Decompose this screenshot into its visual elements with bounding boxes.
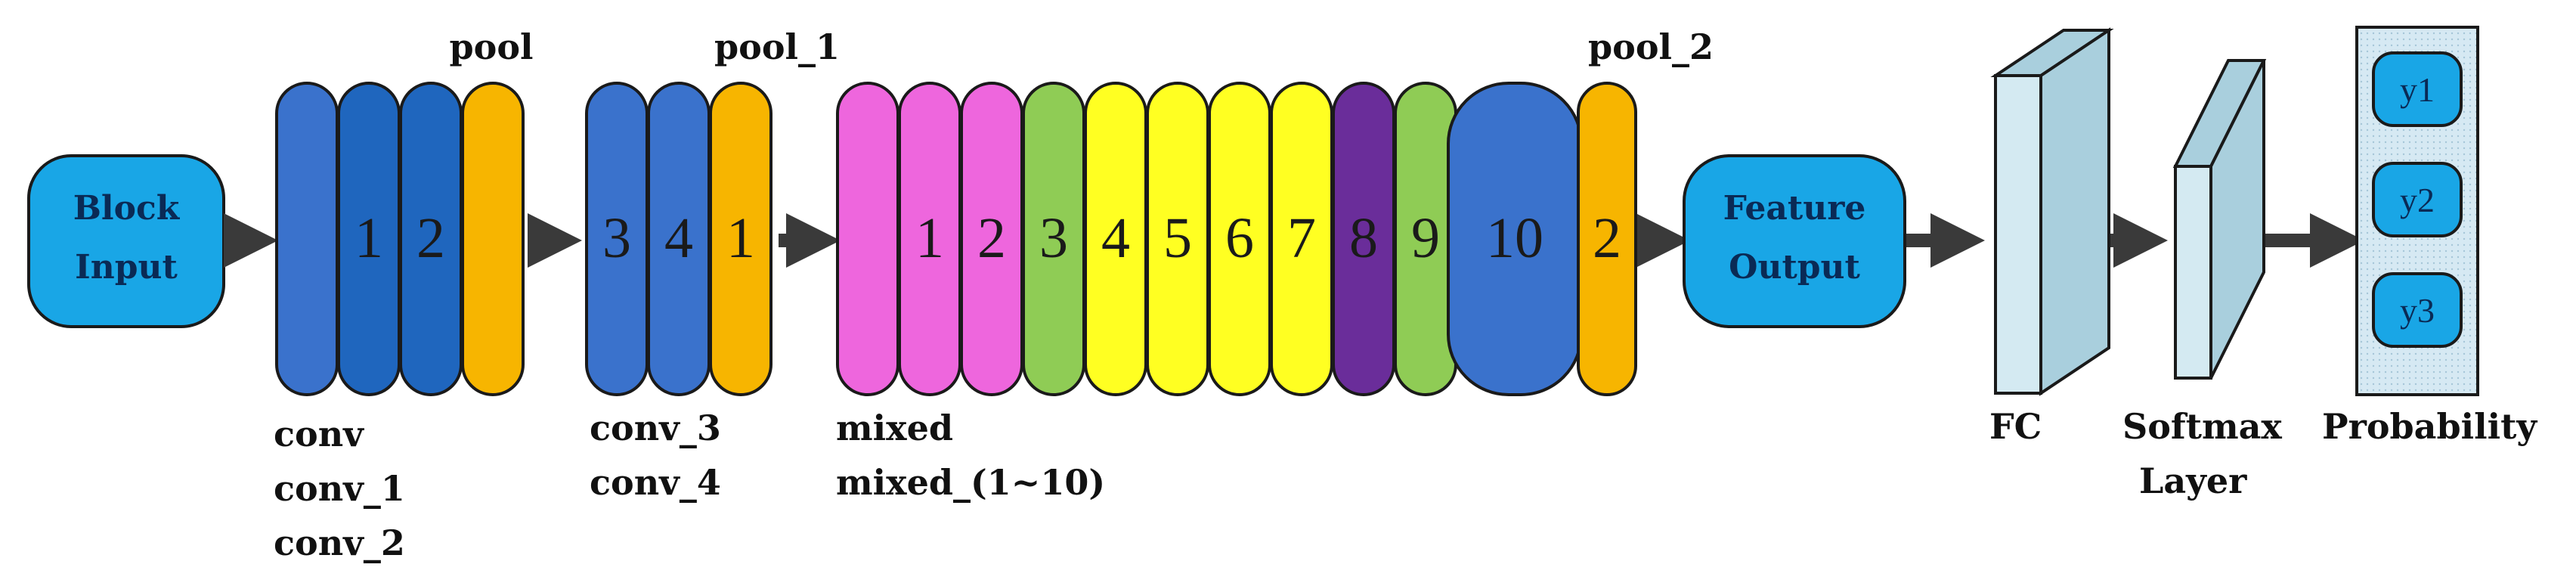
stage3-layer-2-text: 1 bbox=[915, 206, 944, 270]
softmax-layer: Softmax Layer bbox=[2122, 59, 2282, 501]
stage2-layer-1-text: 3 bbox=[602, 206, 631, 270]
stage1-label-3: conv_2 bbox=[274, 522, 405, 563]
stage3-label-2: mixed_(1~10) bbox=[836, 462, 1105, 503]
stage3-layer-8-text: 7 bbox=[1287, 206, 1316, 270]
stage2-layer-2-text: 4 bbox=[664, 206, 693, 270]
stage1-layer-3-text: 2 bbox=[416, 206, 445, 270]
probability-block: y1 y2 y3 Probability bbox=[2322, 26, 2537, 447]
stage3-pool-layer bbox=[1577, 82, 1637, 396]
stage1-layer-1 bbox=[275, 82, 339, 396]
stage3-layer-5-text: 4 bbox=[1101, 206, 1130, 270]
stage3-layer-1 bbox=[836, 82, 899, 396]
stage1-layer-4 bbox=[461, 82, 525, 396]
fc-label: FC bbox=[1989, 406, 2042, 447]
stage3-layer-6-text: 5 bbox=[1163, 206, 1192, 270]
feature-output-line1: Feature bbox=[1723, 189, 1866, 228]
block-input-line1: Block bbox=[73, 189, 181, 228]
fc-layer: FC bbox=[1989, 27, 2114, 447]
stage3-layer-10-text: 9 bbox=[1411, 206, 1440, 270]
feature-output-line2: Output bbox=[1729, 248, 1860, 287]
probability-output-1 bbox=[2372, 51, 2463, 127]
stage3-pool-layer-text: 2 bbox=[1593, 206, 1621, 270]
probability-label: Probability bbox=[2322, 406, 2537, 447]
stage2-label-1: conv_3 bbox=[590, 408, 721, 448]
stage1-label-1: conv bbox=[274, 414, 364, 454]
probability-output-1-label: y1 bbox=[2400, 70, 2435, 109]
probability-output-3 bbox=[2372, 272, 2463, 348]
stage2-label-2: conv_4 bbox=[590, 462, 721, 503]
stage1-pool-label: pool bbox=[449, 26, 533, 67]
stage2-layer-3-text: 1 bbox=[726, 206, 755, 270]
stage3-layer-7-text: 6 bbox=[1225, 206, 1254, 270]
feature-output-box: Feature Output bbox=[1683, 154, 1906, 328]
stage3-layer-9-text: 8 bbox=[1349, 206, 1378, 270]
probability-output-3-label: y3 bbox=[2400, 291, 2435, 330]
probability-output-2 bbox=[2372, 162, 2463, 237]
stage2-pool-label: pool_1 bbox=[714, 26, 840, 67]
stage3-layer-4-text: 3 bbox=[1039, 206, 1068, 270]
stage1-layer-2-text: 1 bbox=[355, 206, 383, 270]
stage3-layer-3-text: 2 bbox=[977, 206, 1006, 270]
probability-outputs: y1 y2 y3 bbox=[2372, 51, 2463, 348]
probability-output-2-label: y2 bbox=[2400, 181, 2435, 219]
stage3-label-1: mixed bbox=[836, 408, 953, 448]
softmax-label-line1: Softmax bbox=[2122, 406, 2282, 447]
stage3-pool-label: pool_2 bbox=[1588, 26, 1714, 67]
softmax-label-line2: Layer bbox=[2139, 460, 2247, 501]
stage3-big-layer-text: 10 bbox=[1486, 206, 1543, 270]
stage1-label-2: conv_1 bbox=[274, 468, 405, 509]
stage2-layer-3 bbox=[709, 82, 772, 396]
block-input-box: Block Input bbox=[27, 154, 225, 328]
block-input-line2: Input bbox=[75, 248, 178, 287]
